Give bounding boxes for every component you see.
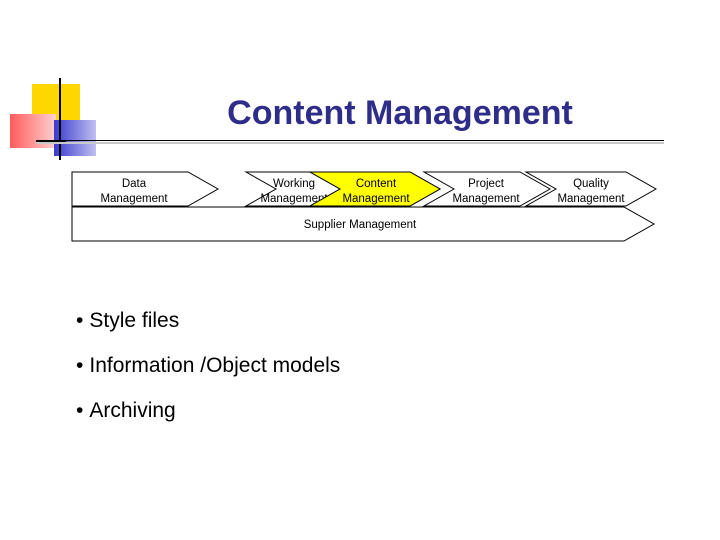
stage-label-content: Content Management (342, 178, 410, 205)
bullet-dot: • (76, 309, 84, 332)
stage-label-working: Working Management (260, 178, 328, 205)
title-underline-shadow (36, 142, 664, 144)
decor-vertical-line (59, 78, 61, 160)
supplier-management-label: Supplier Management (303, 219, 417, 231)
page-title: Content Management (227, 94, 573, 132)
stage-shape-project (422, 171, 552, 207)
title-underline (36, 140, 664, 141)
bullet-item: •Information /Object models (76, 354, 341, 377)
bullet-item: •Style files (76, 309, 180, 332)
stage-label-data: Data Management (100, 178, 168, 205)
stage-label-quality: Quality Management (557, 178, 625, 205)
stage-shape-quality (524, 171, 658, 207)
stage-shape-data (71, 171, 220, 207)
supplier-management-bar (71, 206, 656, 242)
decor-blue-square (54, 120, 96, 156)
bullet-dot: • (76, 399, 84, 422)
bullet-item: •Archiving (76, 399, 176, 422)
stage-label-project: Project Management (452, 178, 520, 205)
bullet-list: •Style files •Information /Object models… (76, 306, 340, 441)
bullet-dot: • (76, 354, 84, 377)
